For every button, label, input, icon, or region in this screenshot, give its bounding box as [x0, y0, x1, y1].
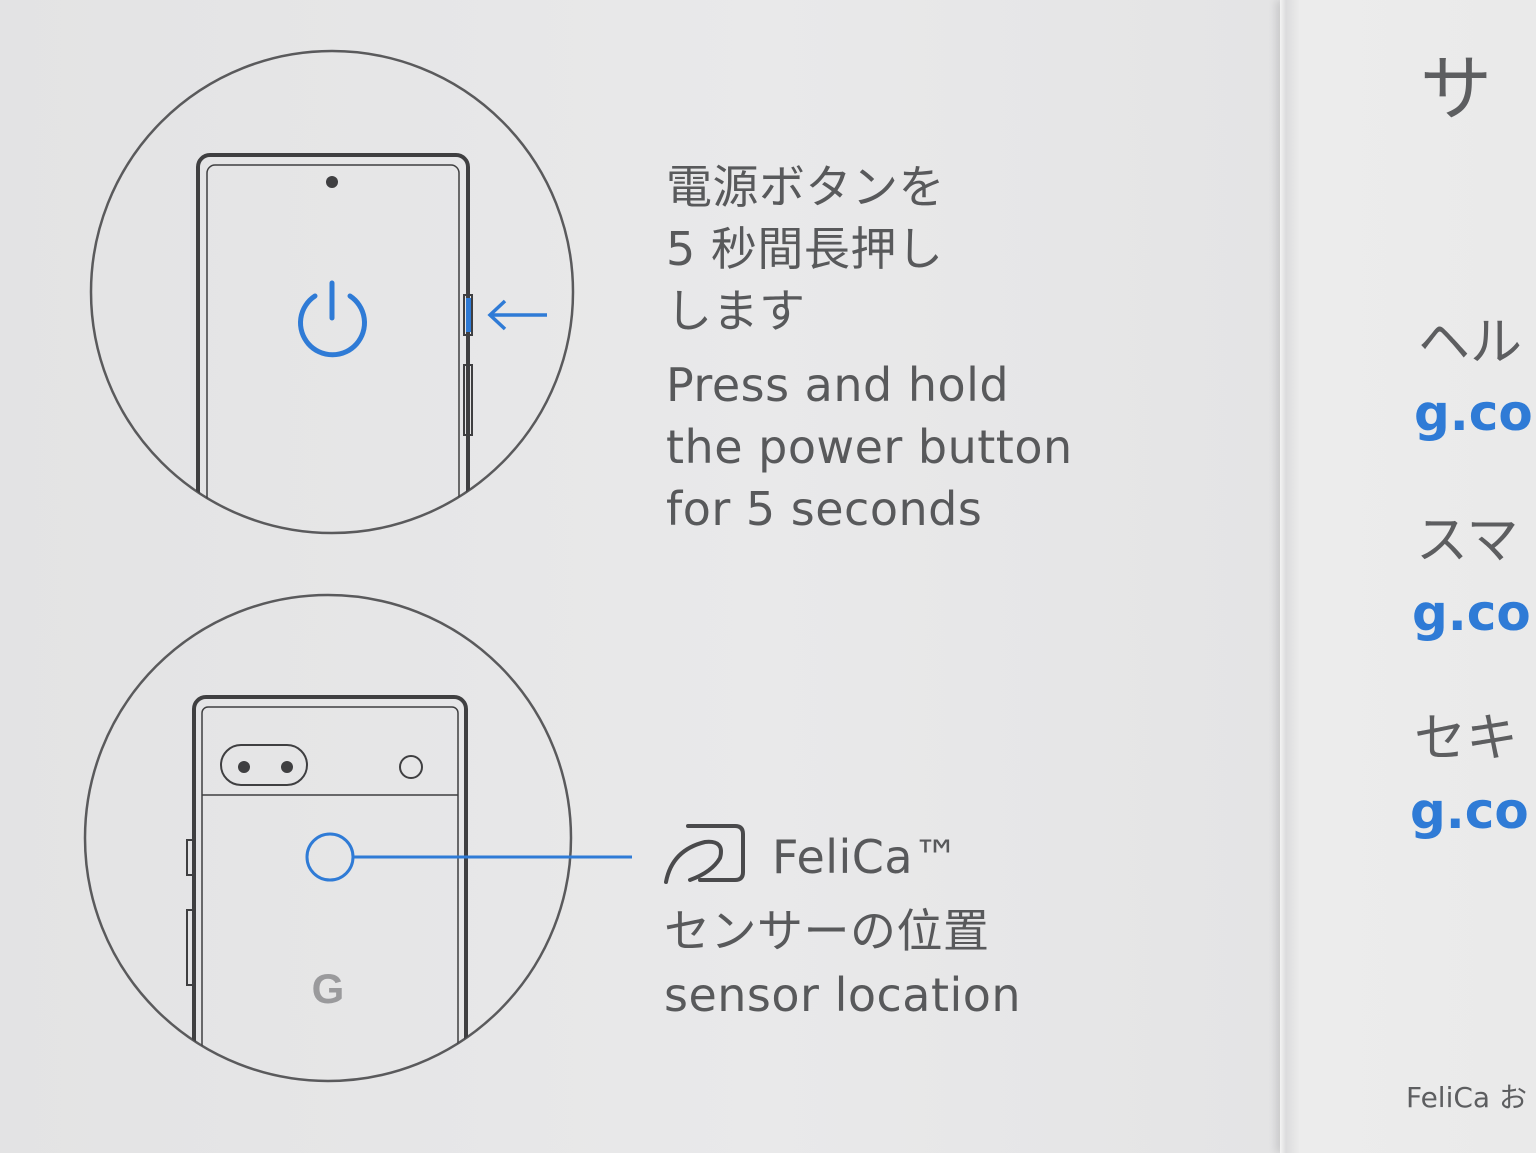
right-item-link-1[interactable]: g.co — [1414, 384, 1533, 442]
illustrations: G — [83, 49, 745, 1083]
phone-front-illustration — [89, 49, 575, 535]
felica-text-ja: センサーの位置 — [664, 904, 990, 958]
right-item-label-3: セキ — [1414, 709, 1519, 769]
right-item-label-1: ヘル — [1418, 313, 1523, 373]
right-panel: サ ヘル g.co スマ g.co セキ g.co FeliCa お — [1280, 0, 1536, 1153]
power-text-ja-1: 電源ボタンを — [666, 160, 945, 214]
phone-logo: G — [312, 965, 345, 1012]
right-heading: サ — [1420, 47, 1493, 131]
power-text-ja-2: 5 秒間長押し — [666, 222, 944, 276]
right-footnote: FeliCa お — [1406, 1081, 1527, 1114]
power-text-en-1: Press and hold — [666, 358, 1010, 412]
power-text-ja-3: します — [666, 284, 806, 338]
power-button-highlight — [466, 298, 471, 332]
felica-icon — [664, 824, 745, 884]
felica-brand: FeliCa™ — [772, 830, 960, 884]
right-item-label-2: スマ — [1416, 511, 1519, 571]
right-item-link-3[interactable]: g.co — [1410, 782, 1529, 840]
power-icon — [298, 280, 367, 358]
felica-text-en: sensor location — [664, 968, 1022, 1022]
arrow-left-icon — [487, 299, 547, 331]
sensor-marker-icon — [305, 832, 632, 882]
power-text-en-3: for 5 seconds — [666, 482, 983, 536]
right-item-link-2[interactable]: g.co — [1412, 584, 1531, 642]
power-text-en-2: the power button — [666, 420, 1073, 474]
phone-back-illustration: G — [83, 593, 573, 1083]
left-panel: G 電源ボタンを 5 秒間長押し します Press and hold the … — [0, 0, 1280, 1153]
